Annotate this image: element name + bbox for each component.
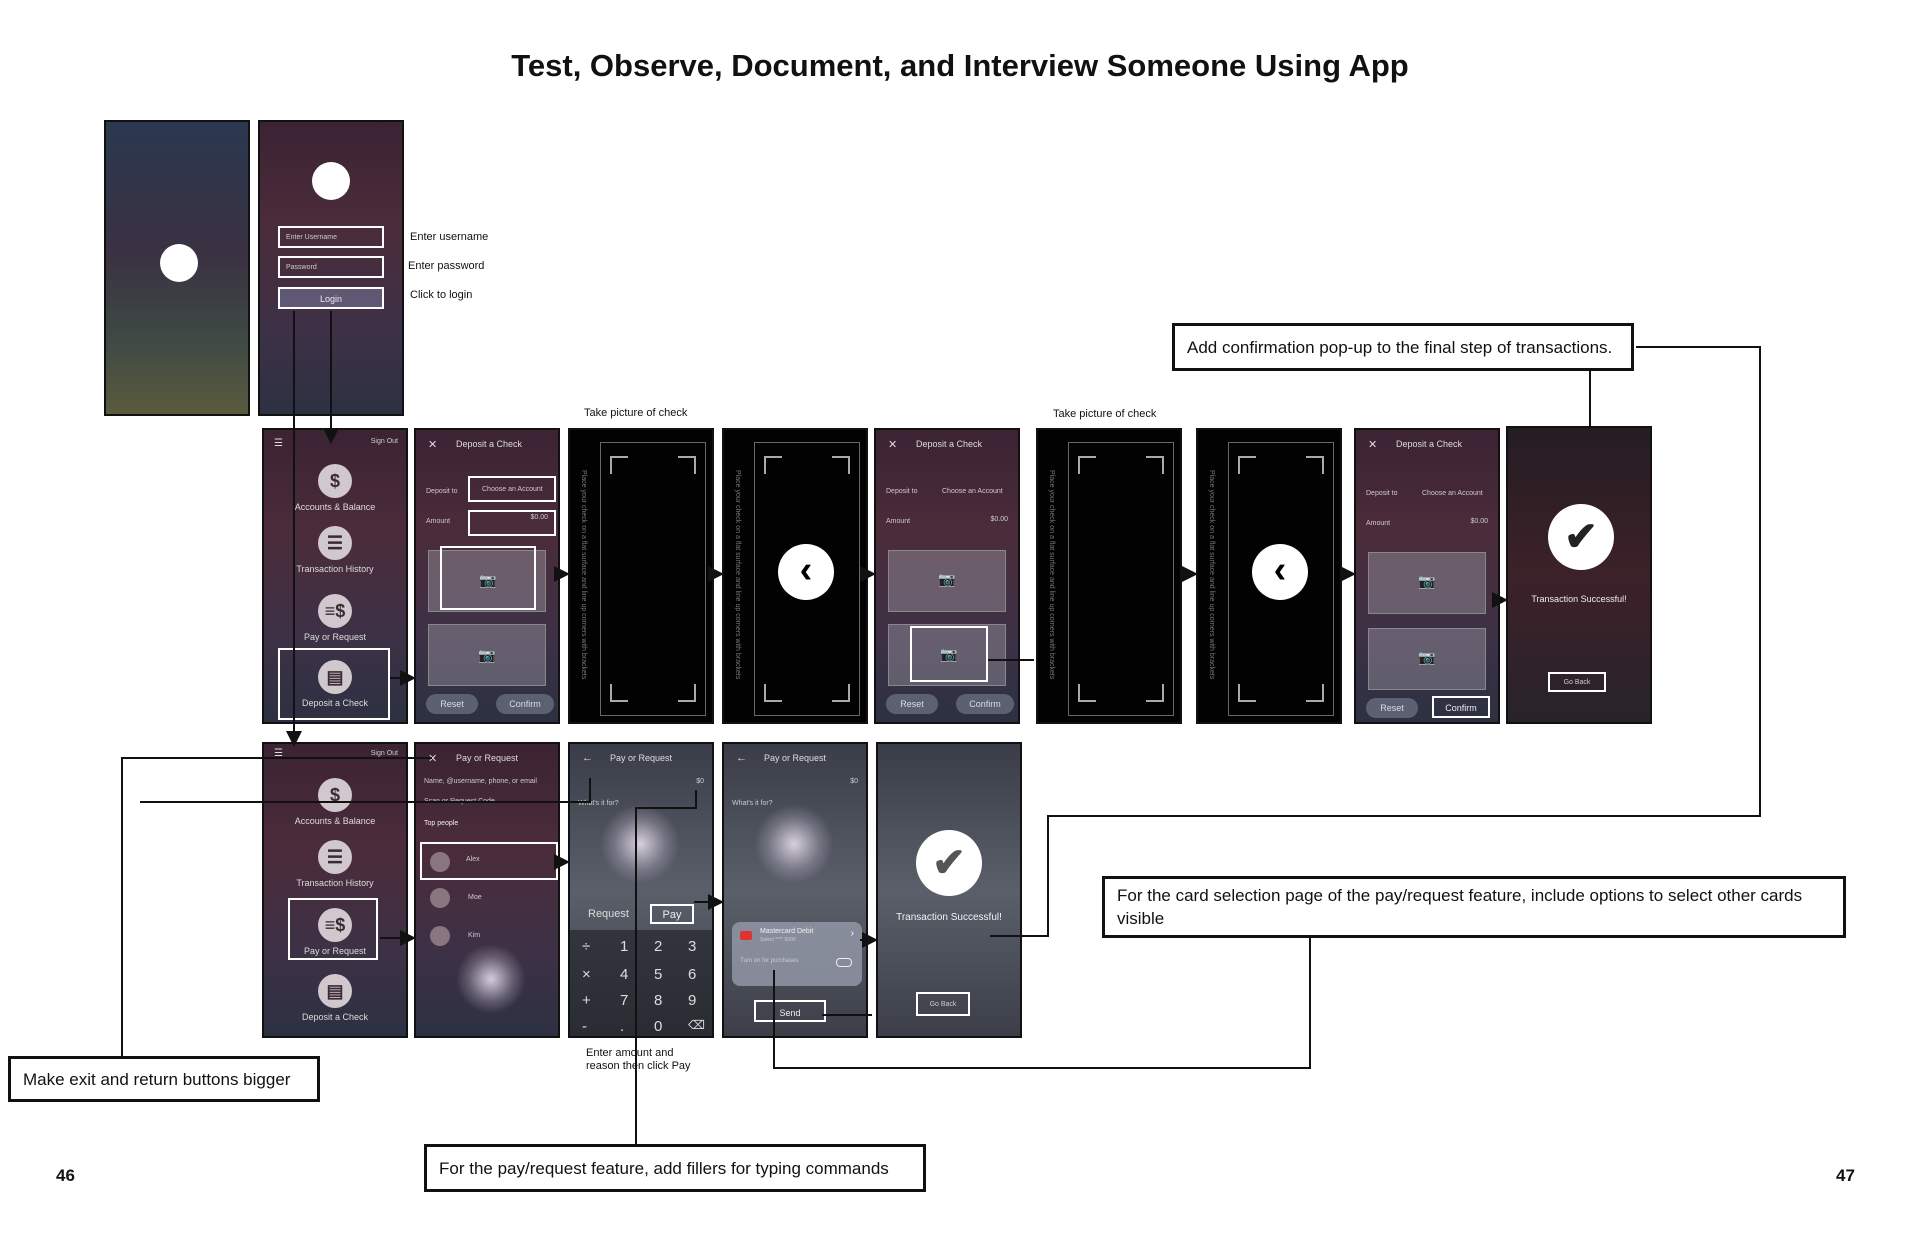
note-exit-return: Make exit and return buttons bigger xyxy=(8,1056,320,1102)
note-confirmation-popup: Add confirmation pop-up to the final ste… xyxy=(1172,323,1634,371)
note-card-selection: For the card selection page of the pay/r… xyxy=(1102,876,1846,938)
note-typing-fillers: For the pay/request feature, add fillers… xyxy=(424,1144,926,1192)
